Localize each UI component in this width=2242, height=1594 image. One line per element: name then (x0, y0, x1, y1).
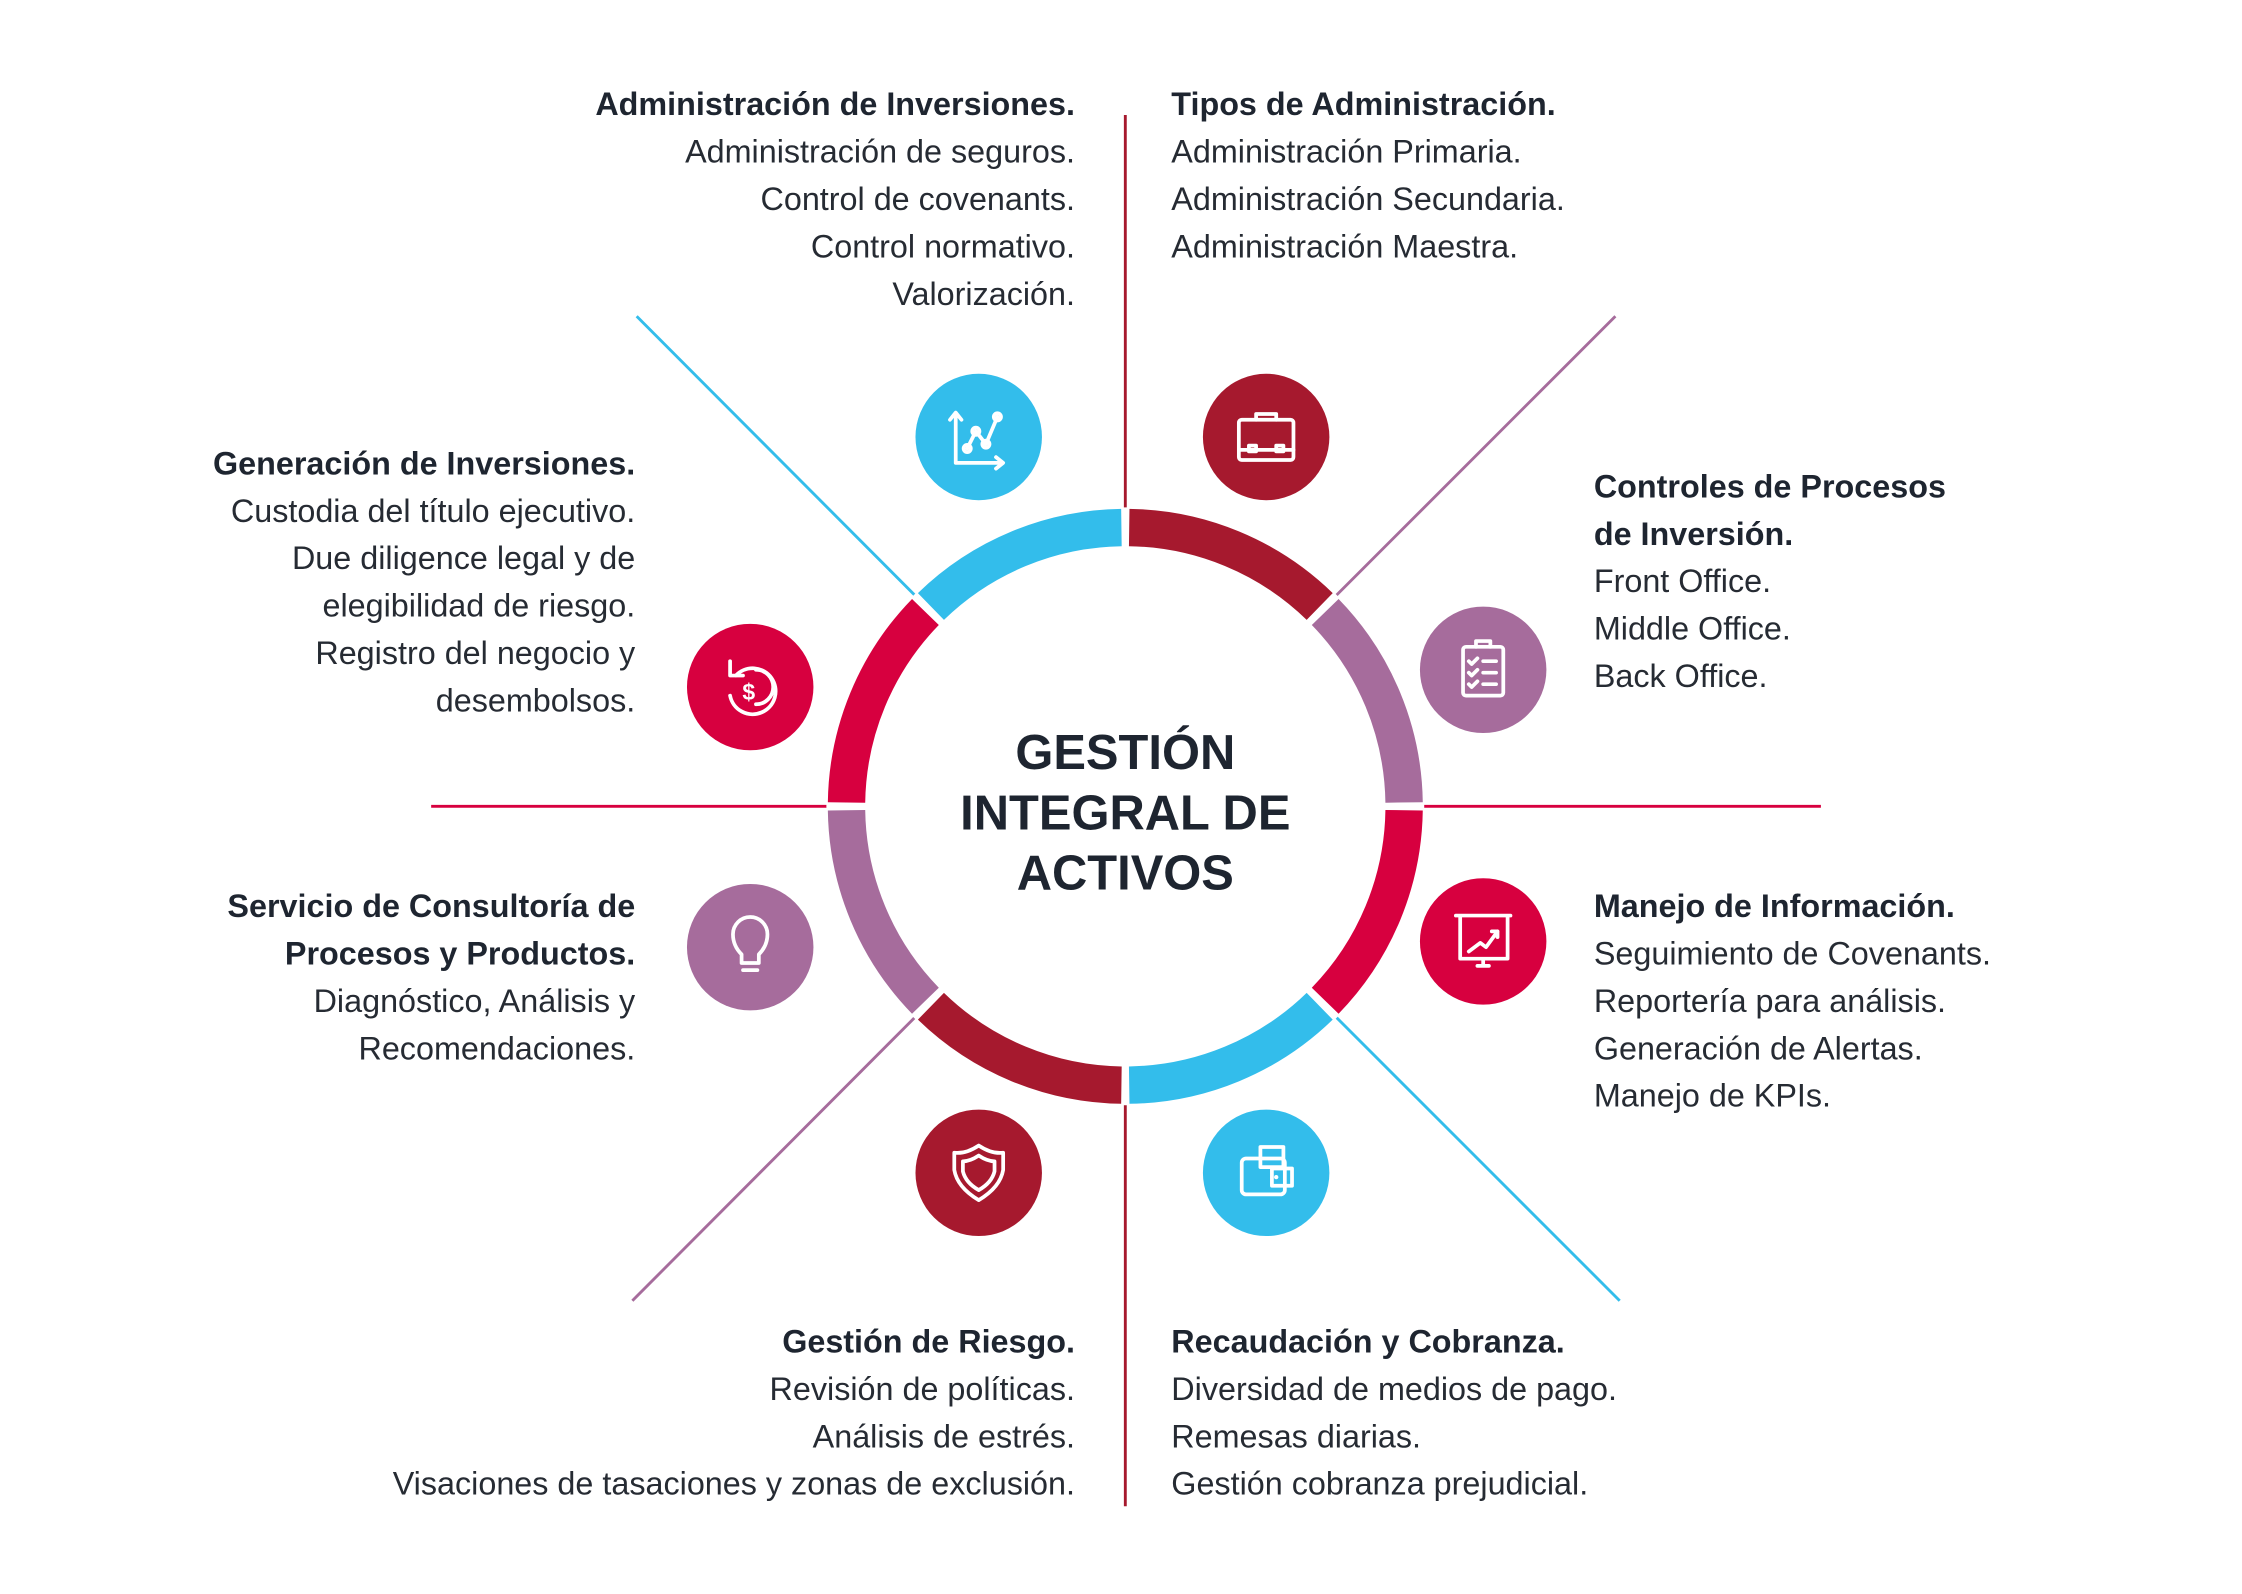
section-title: Recaudación y Cobranza. (1171, 1323, 1564, 1359)
section-item: Análisis de estrés. (813, 1418, 1075, 1454)
section-administracion-inversiones: Administración de Inversiones. Administr… (595, 86, 1075, 312)
section-title: de Inversión. (1594, 516, 1793, 552)
ring-segment (827, 809, 939, 1014)
section-title: Manejo de Información. (1594, 888, 1955, 924)
section-title: Generación de Inversiones. (213, 445, 635, 481)
section-item: Visaciones de tasaciones y zonas de excl… (393, 1466, 1075, 1502)
section-recaudacion-cobranza: Recaudación y Cobranza. Diversidad de me… (1171, 1323, 1617, 1501)
section-manejo-informacion: Manejo de Información. Seguimiento de Co… (1594, 888, 1991, 1114)
section-item: Manejo de KPIs. (1594, 1078, 1831, 1114)
center-title-line-2: INTEGRAL DE (960, 786, 1290, 840)
section-item: Administración Maestra. (1171, 228, 1518, 264)
section-item: elegibilidad de riesgo. (322, 588, 635, 624)
section-item: Recomendaciones. (358, 1030, 635, 1066)
section-title: Procesos y Productos. (285, 935, 635, 971)
ring-segment (1128, 992, 1333, 1104)
section-item: Administración de seguros. (685, 133, 1075, 169)
section-controles-procesos: Controles de Procesos de Inversión. Fron… (1594, 468, 1946, 694)
ring-segment (917, 992, 1122, 1104)
shield-icon (915, 1109, 1042, 1237)
section-tipos-administracion: Tipos de Administración. Administración … (1171, 86, 1565, 264)
briefcase-icon (1202, 373, 1330, 501)
section-item: Custodia del título ejecutivo. (231, 493, 635, 529)
dollar-refresh-icon: $ (686, 623, 814, 751)
section-item: Generación de Alertas. (1594, 1030, 1923, 1066)
section-item: Remesas diarias. (1171, 1418, 1421, 1454)
section-item: Registro del negocio y (315, 635, 636, 671)
ring-segment (1311, 598, 1423, 803)
ring-segment (827, 598, 939, 803)
ring-segment (917, 508, 1122, 621)
section-item: Middle Office. (1594, 611, 1791, 647)
section-servicio-consultoria: Servicio de Consultoría de Procesos y Pr… (227, 888, 636, 1066)
section-item: Front Office. (1594, 563, 1771, 599)
section-title: Tipos de Administración. (1171, 86, 1555, 122)
clipboard-checklist-icon (1419, 606, 1547, 734)
section-item: Diversidad de medios de pago. (1171, 1371, 1617, 1407)
section-item: Control normativo. (811, 228, 1075, 264)
center-title-line-1: GESTIÓN (1015, 725, 1235, 780)
section-item: Due diligence legal y de (292, 540, 635, 576)
svg-text:$: $ (742, 679, 755, 705)
section-item: desembolsos. (436, 682, 635, 718)
section-item: Control de covenants. (761, 181, 1076, 217)
ring-segment (1311, 809, 1423, 1014)
presentation-chart-icon (1419, 878, 1547, 1005)
ring-segment (1128, 508, 1333, 621)
section-title: Gestión de Riesgo. (782, 1323, 1075, 1359)
section-item: Revisión de políticas. (770, 1371, 1075, 1407)
section-item: Administración Secundaria. (1171, 181, 1565, 217)
section-title: Administración de Inversiones. (595, 86, 1075, 122)
section-item: Diagnóstico, Análisis y (314, 983, 636, 1019)
section-title: Servicio de Consultoría de (227, 888, 635, 924)
connector-lines (431, 115, 1821, 1507)
wallet-icon (1202, 1109, 1330, 1237)
ring-background (826, 507, 1425, 1106)
section-item: Reportería para análisis. (1594, 983, 1946, 1019)
lightbulb-icon (686, 883, 814, 1011)
section-item: Gestión cobranza prejudicial. (1171, 1466, 1588, 1502)
section-item: Seguimiento de Covenants. (1594, 935, 1991, 971)
center-title-line-3: ACTIVOS (1017, 847, 1234, 901)
section-generacion-inversiones: Generación de Inversiones. Custodia del … (213, 445, 636, 718)
chart-line-icon (915, 373, 1042, 501)
section-item: Back Office. (1594, 658, 1768, 694)
section-title: Controles de Procesos (1594, 468, 1946, 504)
section-item: Valorización. (892, 276, 1075, 312)
section-item: Administración Primaria. (1171, 133, 1521, 169)
section-gestion-riesgo: Gestión de Riesgo. Revisión de políticas… (393, 1323, 1075, 1501)
ring (827, 508, 1423, 1104)
